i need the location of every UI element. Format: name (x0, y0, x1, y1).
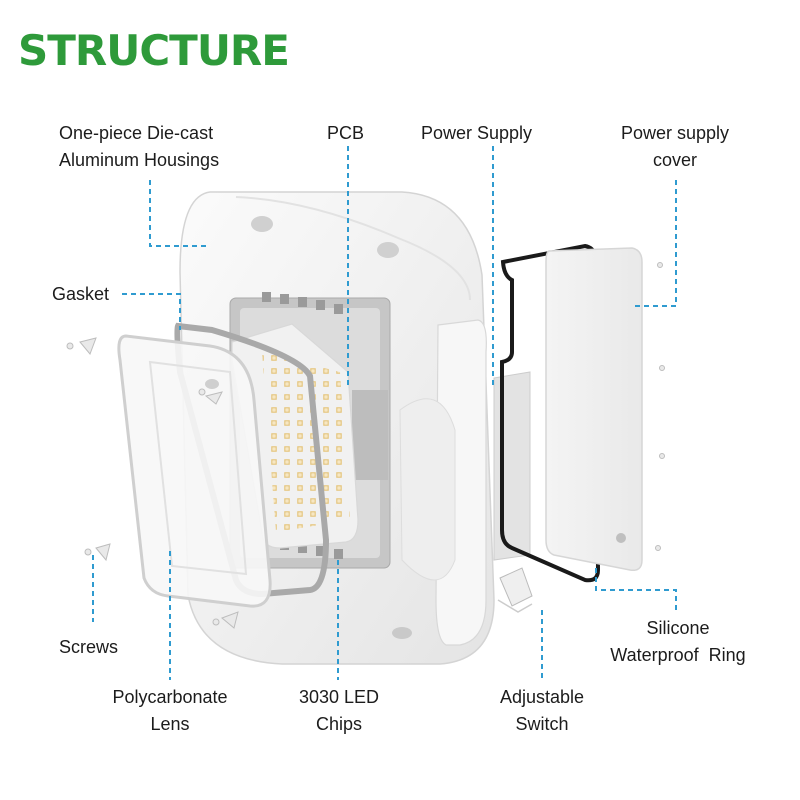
diagram-title: STRUCTURE (18, 26, 290, 75)
adjustable-switch-shape (499, 567, 533, 607)
label-housing: One-piece Die-cast Aluminum Housings (59, 120, 219, 174)
power-supply-unit (493, 371, 531, 561)
label-pcb-line1: PCB (327, 123, 365, 143)
polycarbonate-lens-shape (117, 334, 272, 608)
label-led-chips: 3030 LED Chips (294, 684, 384, 738)
label-power-supply-line1: Power Supply (421, 123, 533, 143)
power-supply-cover-shape (545, 247, 643, 572)
label-switch: Adjustable Switch (494, 684, 590, 738)
label-lens: Polycarbonate Lens (106, 684, 234, 738)
label-led-chips-line1: 3030 LED (298, 687, 380, 707)
label-ring-line2: Waterproof Ring (610, 645, 746, 665)
label-lens-line1: Polycarbonate (112, 687, 228, 707)
label-ring: Silicone Waterproof Ring (603, 615, 753, 669)
cover-screw (616, 533, 626, 543)
leader-lines (92, 146, 677, 680)
label-pcb: PCB (327, 120, 364, 147)
label-gasket: Gasket (52, 281, 109, 308)
label-switch-line2: Switch (515, 714, 569, 734)
led-chip-array (262, 352, 350, 532)
label-switch-line1: Adjustable (499, 687, 585, 707)
label-power-supply: Power Supply (421, 120, 532, 147)
label-power-supply-cover-line1: Power supply (620, 123, 730, 143)
label-housing-line1: One-piece Die-cast (59, 123, 214, 143)
label-screws: Screws (59, 634, 118, 661)
label-led-chips-line2: Chips (315, 714, 363, 734)
label-housing-line2: Aluminum Housings (59, 150, 220, 170)
label-lens-line2: Lens (150, 714, 190, 734)
label-power-supply-cover-line2: cover (652, 150, 697, 170)
label-screws-line1: Screws (59, 637, 119, 657)
label-gasket-line1: Gasket (52, 284, 110, 304)
label-ring-line1: Silicone (646, 618, 710, 638)
label-power-supply-cover: Power supply cover (616, 120, 734, 174)
screws-set (66, 262, 665, 629)
